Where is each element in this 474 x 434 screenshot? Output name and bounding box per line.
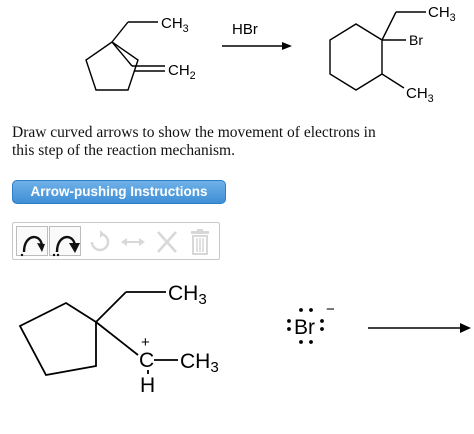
product-bond-to-methyl-vertical bbox=[381, 11, 397, 41]
product-bond-to-ring-methyl bbox=[381, 73, 405, 89]
product-structure bbox=[329, 11, 426, 91]
bromide-lone-pairs[interactable] bbox=[287, 308, 324, 344]
carbocation-structure bbox=[18, 291, 178, 377]
reaction-arrow bbox=[222, 42, 292, 50]
workspace-ethyl-methyl-label[interactable]: CH3 bbox=[180, 350, 219, 376]
fishhook-arrow-icon bbox=[20, 235, 45, 257]
reactant-bond-to-methyl-vertical bbox=[111, 21, 129, 43]
rotate-tool[interactable] bbox=[83, 226, 115, 256]
product-ring-methyl-label: CH3 bbox=[406, 85, 434, 105]
prompt-line-1: Draw curved arrows to show the movement … bbox=[12, 124, 376, 141]
reactant-structure bbox=[85, 21, 165, 91]
delete-tool[interactable] bbox=[150, 226, 182, 256]
product-methyl-label: CH3 bbox=[428, 4, 456, 24]
reagent-label: HBr bbox=[232, 21, 258, 38]
hydrogen-label[interactable]: H bbox=[140, 374, 155, 397]
prompt-line-2: this step of the reaction mechanism. bbox=[12, 142, 235, 159]
workspace-methyl-label[interactable]: CH3 bbox=[168, 282, 207, 308]
carbocation-charge: + bbox=[141, 334, 150, 351]
rotate-icon bbox=[90, 230, 110, 252]
mechanism-workspace[interactable]: CH3 + C CH3 H Br − bbox=[0, 270, 474, 434]
reactant-cyclopentane-ring bbox=[85, 41, 139, 91]
reactant-methyl-label: CH3 bbox=[161, 15, 189, 35]
reactant-methylene-label: CH2 bbox=[168, 62, 196, 82]
bromide-charge: − bbox=[326, 301, 335, 318]
arrow-tools-toolbar bbox=[12, 222, 220, 260]
product-cyclohexane-ring bbox=[329, 23, 383, 91]
left-right-arrow-icon bbox=[121, 238, 145, 246]
cation-carbon-label[interactable]: C bbox=[139, 349, 154, 372]
workspace-reaction-arrow bbox=[368, 323, 471, 333]
trash-icon bbox=[191, 229, 209, 255]
x-icon bbox=[157, 231, 177, 253]
reaction-scheme: CH3 CH2 HBr CH3 Br CH3 bbox=[85, 4, 456, 105]
flip-tool[interactable] bbox=[116, 226, 148, 256]
question-prompt: Draw curved arrows to show the movement … bbox=[12, 124, 452, 160]
workspace-cyclopentane-ring bbox=[18, 301, 97, 377]
clear-tool[interactable] bbox=[183, 226, 215, 256]
single-electron-arrow-tool[interactable] bbox=[16, 226, 48, 257]
reactant-bond-to-vinyl bbox=[111, 41, 133, 67]
electron-pair-arrow-tool[interactable] bbox=[49, 226, 81, 257]
workspace-bond-to-methyl-vertical bbox=[95, 291, 127, 323]
workspace-bond-to-cation-carbon bbox=[95, 321, 139, 356]
arrow-pushing-instructions-button[interactable]: Arrow-pushing Instructions bbox=[12, 180, 226, 204]
double-headed-curved-arrow-icon bbox=[52, 235, 80, 257]
product-bromo-label: Br bbox=[409, 32, 423, 48]
bromide-ion-label[interactable]: Br bbox=[294, 316, 315, 339]
